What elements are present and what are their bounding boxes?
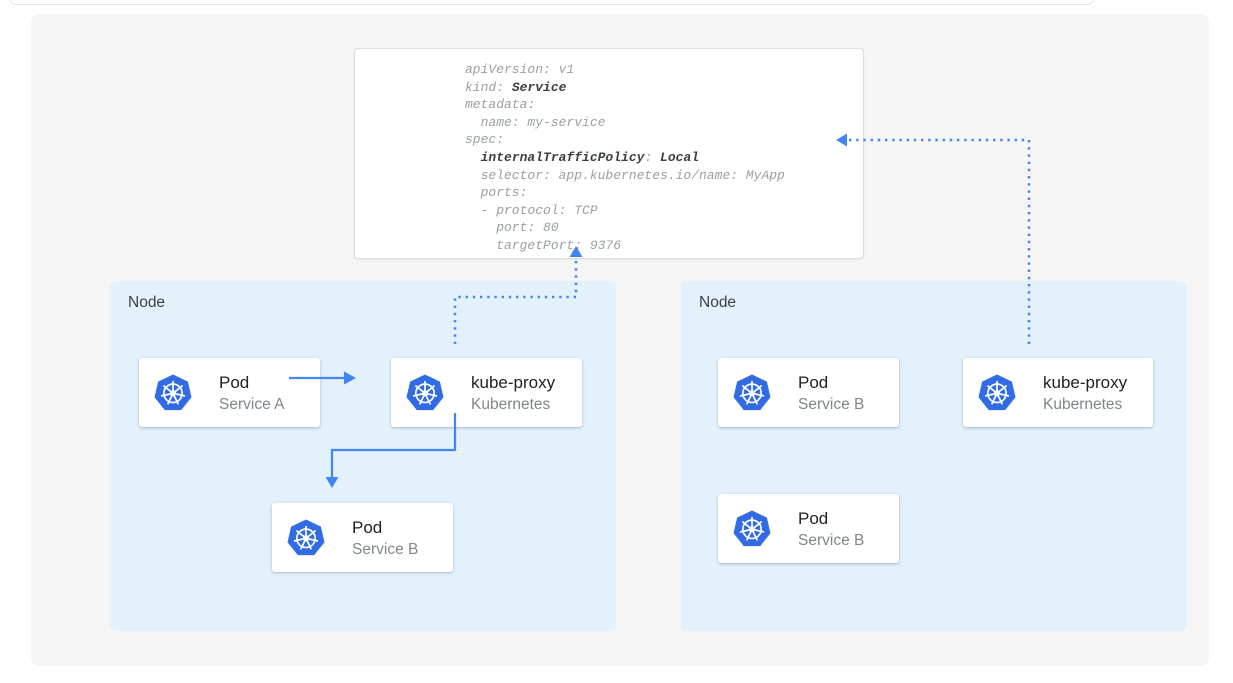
- code-text: selector: app.kubernetes.io/name: MyApp: [465, 167, 785, 183]
- kubernetes-icon: [978, 373, 1016, 411]
- kubernetes-icon: [406, 373, 444, 411]
- code-line: targetPort: 9376: [465, 237, 853, 255]
- code-line: metadata:: [465, 96, 853, 114]
- card-subtitle: Service B: [798, 395, 865, 413]
- kubernetes-icon: [287, 518, 325, 556]
- code-line: name: my-service: [465, 114, 853, 132]
- pod-card-service-b-left: Pod Service B: [272, 503, 453, 572]
- code-text-bold: Service: [511, 79, 567, 95]
- card-subtitle: Service B: [798, 531, 865, 549]
- card-subtitle: Kubernetes: [1043, 395, 1123, 413]
- card-text: Pod Service B: [798, 507, 864, 551]
- code-text: :: [644, 149, 661, 165]
- card-text: Pod Service B: [798, 371, 864, 415]
- code-text: name: my-service: [465, 114, 606, 130]
- kubernetes-icon: [733, 509, 771, 547]
- card-title: Pod: [798, 372, 829, 392]
- card-text: kube-proxy Kubernetes: [471, 371, 555, 415]
- code-line: kind: Service: [465, 79, 853, 97]
- card-subtitle: Service A: [219, 395, 285, 413]
- card-text: Pod Service A: [219, 371, 284, 415]
- node-right: Node Pod Service B kube-proxy Kubernetes: [681, 281, 1187, 631]
- node-label: Node: [128, 294, 166, 311]
- code-text: [465, 150, 481, 165]
- code-text: port: 80: [465, 220, 559, 236]
- code-line: - protocol: TCP: [465, 202, 853, 220]
- code-text-bold: internalTrafficPolicy: [480, 149, 645, 165]
- pod-card-service-b-right-top: Pod Service B: [718, 358, 899, 427]
- code-line: ports:: [465, 184, 853, 202]
- kubernetes-icon: [154, 373, 192, 411]
- card-subtitle: Kubernetes: [471, 395, 551, 413]
- code-line: internalTrafficPolicy: Local: [465, 149, 853, 167]
- code-text-bold: Local: [660, 149, 700, 165]
- card-subtitle: Service B: [352, 540, 419, 558]
- card-text: kube-proxy Kubernetes: [1043, 371, 1127, 415]
- pod-card-service-b-right-bottom: Pod Service B: [718, 494, 899, 563]
- code-line: apiVersion: v1: [465, 61, 853, 79]
- card-title: kube-proxy: [471, 372, 556, 392]
- code-text: apiVersion: v1: [465, 62, 575, 77]
- node-label: Node: [699, 294, 737, 311]
- kubernetes-icon: [733, 373, 771, 411]
- card-title: Pod: [352, 517, 383, 537]
- code-text: spec:: [465, 132, 505, 148]
- code-text: metadata:: [465, 97, 536, 113]
- code-text: - protocol: TCP: [465, 202, 598, 218]
- node-left: Node Pod Service A kube-proxy Kubernetes: [110, 281, 616, 631]
- kube-proxy-card-left: kube-proxy Kubernetes: [391, 358, 582, 427]
- pod-card-service-a: Pod Service A: [139, 358, 320, 427]
- card-title: Pod: [219, 372, 250, 392]
- code-line: port: 80: [465, 219, 853, 237]
- code-text: targetPort: 9376: [465, 237, 622, 253]
- card-text: Pod Service B: [352, 516, 418, 560]
- page-card-bottom-edge: [8, 0, 1095, 5]
- kube-proxy-card-right: kube-proxy Kubernetes: [963, 358, 1153, 427]
- code-text: kind:: [465, 79, 512, 95]
- code-line: spec:: [465, 131, 853, 149]
- card-title: Pod: [798, 508, 829, 528]
- card-title: kube-proxy: [1043, 372, 1128, 392]
- code-text: ports:: [465, 185, 528, 201]
- code-line: selector: app.kubernetes.io/name: MyApp: [465, 167, 853, 185]
